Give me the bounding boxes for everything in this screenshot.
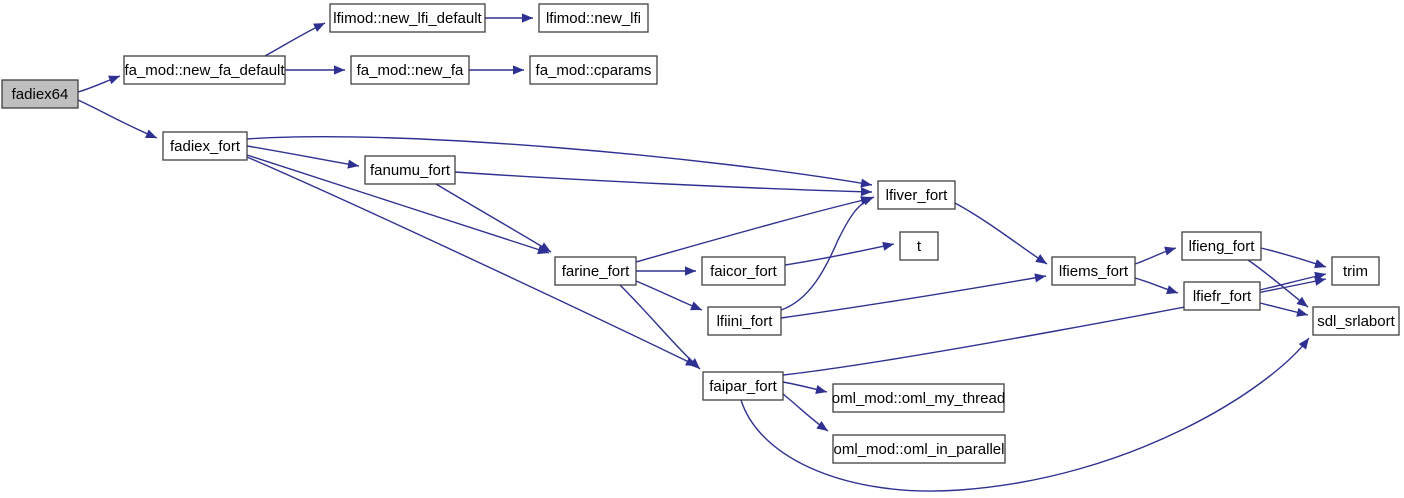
call-edge-lfiini_fort-to-lfiems_fort	[780, 275, 1047, 319]
node-box-lfiefr_fort[interactable]	[1183, 281, 1261, 311]
call-edge-fadiex64-to-fadiex_fort	[77, 99, 158, 139]
arrowhead-lfieng_fort-to-sdl_srlabort	[1296, 296, 1308, 307]
node-fa_mod_cparams[interactable]: fa_mod::cparams	[529, 55, 658, 85]
node-box-faipar_fort[interactable]	[702, 371, 784, 401]
call-edge-lfiver_fort-to-lfiems_fort	[954, 202, 1048, 265]
node-box-lfiems_fort[interactable]	[1051, 256, 1136, 286]
arrowhead-faipar_fort-to-oml_my_thread	[815, 385, 827, 394]
call-edge-fadiex_fort-to-farine_fort	[246, 154, 550, 254]
node-box-fadiex64[interactable]	[1, 79, 79, 109]
call-edge-fadiex_fort-to-fanumu_fort	[246, 145, 360, 167]
arrowhead-lfiver_fort-to-lfiems_fort	[1035, 254, 1047, 264]
arrowhead-faipar_fort-to-trim	[1314, 276, 1326, 286]
call-edge-faipar_fort-to-trim	[782, 278, 1327, 376]
node-box-lfimod_new_lfi[interactable]	[538, 3, 649, 33]
arrowhead-lfieng_fort-to-trim	[1314, 259, 1326, 269]
node-box-farine_fort[interactable]	[554, 256, 637, 286]
arrowhead-faipar_fort-to-sdl_srlabort	[1298, 338, 1309, 350]
arrowhead-farine_fort-to-faicor_fort	[685, 266, 696, 276]
node-oml_in_parallel[interactable]: oml_mod::oml_in_parallel	[832, 434, 1006, 464]
call-edge-lfiini_fort-to-lfiver_fort	[780, 196, 875, 311]
node-box-lfiini_fort[interactable]	[707, 306, 782, 336]
node-box-oml_my_thread[interactable]	[832, 383, 1005, 413]
call-edge-fanumu_fort-to-farine_fort	[435, 183, 552, 253]
arrowhead-lfiems_fort-to-lfieng_fort	[1164, 246, 1176, 256]
node-faipar_fort[interactable]: faipar_fort	[702, 371, 784, 401]
arrowhead-fadiex64-to-fadiex_fort	[145, 129, 157, 139]
call-edge-farine_fort-to-faipar_fort	[619, 284, 701, 370]
node-lfiini_fort[interactable]: lfiini_fort	[707, 306, 782, 336]
node-box-fadiex_fort[interactable]	[162, 131, 248, 161]
nodes-layer: fadiex64 fa_mod::new_fa_defaultfadiex_for…	[1, 3, 1400, 464]
arrowhead-fanumu_fort-to-lfiver_fort	[860, 187, 872, 197]
node-lfimod_new_lfi_default[interactable]: lfimod::new_lfi_default	[329, 3, 486, 33]
call-edge-fanumu_fort-to-lfiver_fort	[454, 171, 873, 193]
node-lfiems_fort[interactable]: lfiems_fort	[1051, 256, 1136, 286]
call-edge-faicor_fort-to-t	[784, 243, 895, 266]
node-box-faicor_fort[interactable]	[701, 256, 786, 286]
arrowhead-lfimod_new_lfi_default-to-lfimod_new_lfi	[522, 13, 533, 23]
arrowhead-faipar_fort-to-oml_in_parallel	[816, 420, 828, 431]
node-sdl_srlabort[interactable]: sdl_srlabort	[1312, 306, 1400, 336]
call-edge-faipar_fort-to-sdl_srlabort	[740, 337, 1310, 492]
arrowhead-fanumu_fort-to-farine_fort	[539, 242, 551, 252]
node-fadiex64[interactable]: fadiex64	[1, 79, 79, 109]
node-fa_mod_new_fa[interactable]: fa_mod::new_fa	[350, 55, 470, 85]
node-lfiefr_fort[interactable]: lfiefr_fort	[1183, 281, 1261, 311]
arrowhead-lfiems_fort-to-lfiefr_fort	[1166, 285, 1178, 295]
node-box-fa_mod_new_fa[interactable]	[350, 55, 470, 85]
node-box-fanumu_fort[interactable]	[364, 155, 456, 185]
node-lfimod_new_lfi[interactable]: lfimod::new_lfi	[538, 3, 649, 33]
arrowhead-fadiex64-to-fa_mod_new_fa_default	[108, 75, 120, 85]
node-farine_fort[interactable]: farine_fort	[554, 256, 637, 286]
arrowhead-fa_mod_new_fa_default-to-fa_mod_new_fa	[334, 65, 345, 75]
node-box-sdl_srlabort[interactable]	[1312, 306, 1400, 336]
node-box-lfieng_fort[interactable]	[1181, 231, 1262, 261]
node-box-t[interactable]	[899, 231, 939, 261]
node-box-trim[interactable]	[1331, 256, 1380, 286]
node-lfieng_fort[interactable]: lfieng_fort	[1181, 231, 1262, 261]
arrowhead-farine_fort-to-lfiini_fort	[690, 301, 702, 311]
node-box-lfimod_new_lfi_default[interactable]	[329, 3, 486, 33]
arrowhead-lfiini_fort-to-lfiver_fort	[862, 196, 874, 206]
node-oml_my_thread[interactable]: oml_mod::oml_my_thread	[832, 383, 1005, 413]
node-fa_mod_new_fa_default[interactable]: fa_mod::new_fa_default	[123, 55, 286, 85]
node-lfiver_fort[interactable]: lfiver_fort	[877, 180, 956, 210]
node-box-fa_mod_new_fa_default[interactable]	[123, 55, 286, 85]
node-fadiex_fort[interactable]: fadiex_fort	[162, 131, 248, 161]
node-box-lfiver_fort[interactable]	[877, 180, 956, 210]
arrowhead-farine_fort-to-faipar_fort	[688, 358, 700, 369]
call-edge-farine_fort-to-lfiver_fort	[635, 197, 873, 263]
arrowhead-faicor_fort-to-t	[882, 241, 894, 251]
arrowhead-lfiini_fort-to-lfiems_fort	[1034, 273, 1046, 283]
edges-layer	[77, 13, 1327, 492]
node-trim[interactable]: trim	[1331, 256, 1380, 286]
node-box-fa_mod_cparams[interactable]	[529, 55, 658, 85]
node-t[interactable]: t	[899, 231, 939, 261]
arrowhead-fadiex_fort-to-lfiver_fort	[860, 178, 872, 188]
call-edge-fadiex_fort-to-faipar_fort	[246, 156, 698, 367]
arrowhead-fa_mod_new_fa_default-to-lfimod_new_lfi_default	[313, 23, 325, 32]
node-fanumu_fort[interactable]: fanumu_fort	[364, 155, 456, 185]
arrowhead-lfiefr_fort-to-sdl_srlabort	[1296, 307, 1308, 317]
node-box-oml_in_parallel[interactable]	[832, 434, 1006, 464]
call-edge-fadiex_fort-to-lfiver_fort	[246, 135, 873, 186]
arrowhead-fadiex_fort-to-fanumu_fort	[347, 159, 359, 169]
arrowhead-fa_mod_new_fa-to-fa_mod_cparams	[513, 65, 524, 75]
node-faicor_fort[interactable]: faicor_fort	[701, 256, 786, 286]
